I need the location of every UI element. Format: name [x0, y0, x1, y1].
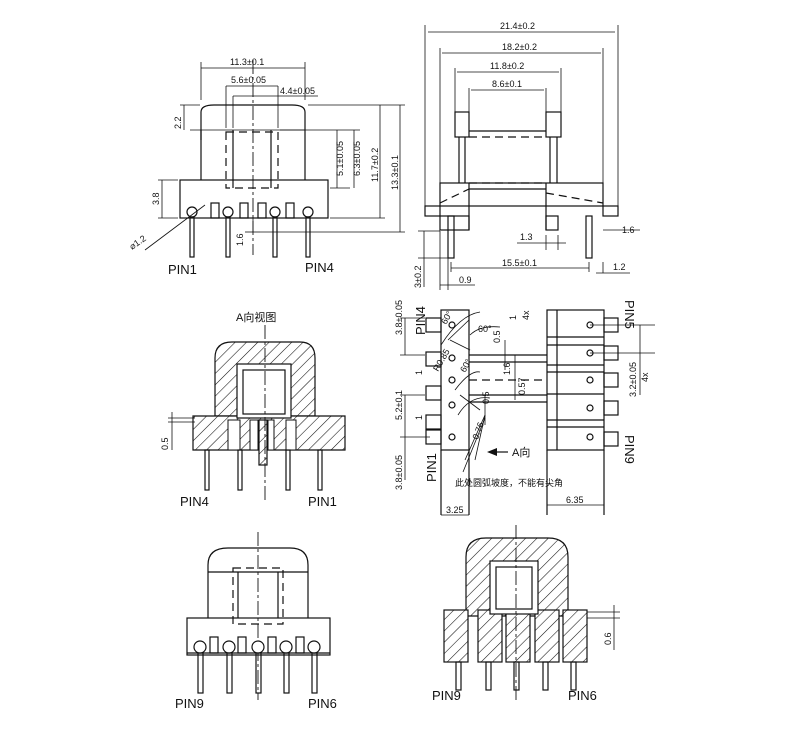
dim-8.6: 8.6±0.1	[492, 79, 522, 89]
pin-label-section-b-pin9: PIN9	[432, 688, 461, 703]
dim-section-a-0.5: 0.5	[160, 437, 170, 450]
dim-11.8: 11.8±0.2	[490, 61, 524, 71]
dim-6.35: 6.35	[566, 495, 584, 505]
pin-label-bottom-pin4: PIN4	[413, 306, 428, 335]
dim-pin-diameter: ⌀1.2	[127, 233, 147, 251]
dim-0.5-top: 0.5	[492, 330, 502, 343]
dim-15.5: 15.5±0.1	[502, 258, 537, 268]
dim-angle-60-3: 60°	[458, 357, 474, 374]
dim-3.8: 3.8	[151, 192, 161, 205]
pin-label-section-a-pin4: PIN4	[180, 494, 209, 509]
dim-21.4: 21.4±0.2	[500, 21, 535, 31]
dim-4x-top: 4x	[521, 310, 531, 320]
pin-label-section-b-pin6: PIN6	[568, 688, 597, 703]
pin-label-rear-pin9: PIN9	[175, 696, 204, 711]
dim-2.2: 2.2	[173, 116, 183, 129]
section-b-view: 0.6 PIN9 PIN6	[432, 525, 620, 703]
dim-5.1: 5.1±0.05	[335, 141, 345, 176]
pin-label-bottom-pin9: PIN9	[622, 435, 637, 464]
dim-3.8-bottom: 3.8±0.05	[394, 455, 404, 490]
front-view: 11.3±0.1 5.6±0.05 4.4±0.05 2.2 5.1±0.05 …	[127, 57, 405, 277]
dim-3.2: 3.2±0.05	[628, 362, 638, 397]
section-a-view: A向视图 0.5 PIN4 PIN1	[160, 310, 346, 509]
side-view: 21.4±0.2 18.2±0.2 11.8±0.2 8.6±0.1 1.6 1…	[413, 21, 640, 290]
bottom-view: 3.8±0.05 5.2±0.1 3.8±0.05 60° 60° 0.5 1.…	[394, 300, 655, 516]
view-direction-label: A向	[512, 445, 530, 459]
pin-label-rear-pin6: PIN6	[308, 696, 337, 711]
pin-label-section-a-pin1: PIN1	[308, 494, 337, 509]
dim-4x-right: 4x	[640, 372, 650, 382]
dim-1.6: 1.6	[235, 233, 245, 246]
dim-0.9: 0.9	[459, 275, 472, 285]
rear-view: PIN9 PIN6	[175, 532, 337, 711]
dim-0.57: 0.57	[517, 377, 527, 395]
dim-11.7: 11.7±0.2	[370, 148, 380, 182]
dim-13.3: 13.3±0.1	[390, 155, 400, 190]
dim-1.3: 1.3	[520, 232, 533, 242]
dim-0.76: 0.76	[470, 421, 485, 441]
dim-0.5-mid: 0.5	[481, 391, 491, 404]
dim-3: 3±0.2	[413, 266, 423, 288]
dim-section-b-0.6: 0.6	[603, 632, 613, 645]
dim-5.6: 5.6±0.05	[231, 75, 266, 85]
dim-3.8-top: 3.8±0.05	[394, 300, 404, 335]
pin-label-pin1: PIN1	[168, 262, 197, 277]
drawing-note: 此处圆弧坡度，不能有尖角	[455, 477, 563, 488]
dim-1-left-b: 1	[414, 415, 424, 420]
dim-1-left-a: 1	[414, 370, 424, 375]
pin-label-pin4: PIN4	[305, 260, 334, 275]
dim-1.6-bottom: 1.6	[502, 362, 512, 375]
dim-angle-60-2: 60°	[478, 324, 492, 334]
pin-label-bottom-pin1: PIN1	[424, 453, 439, 482]
dim-4.4: 4.4±0.05	[280, 86, 315, 96]
dim-1.2: 1.2	[613, 262, 626, 272]
dim-side-1.6: 1.6	[622, 225, 635, 235]
dim-width-11.3: 11.3±0.1	[230, 57, 264, 67]
dim-6.3: 6.3±0.05	[352, 141, 362, 176]
dim-18.2: 18.2±0.2	[502, 42, 537, 52]
section-a-title: A向视图	[236, 310, 276, 324]
dim-1-top: 1	[508, 315, 518, 320]
dim-3.25: 3.25	[446, 505, 464, 515]
dim-5.2: 5.2±0.1	[394, 390, 404, 420]
dim-radius: R0.85	[431, 347, 452, 373]
pin-label-bottom-pin5: PIN5	[622, 300, 637, 329]
